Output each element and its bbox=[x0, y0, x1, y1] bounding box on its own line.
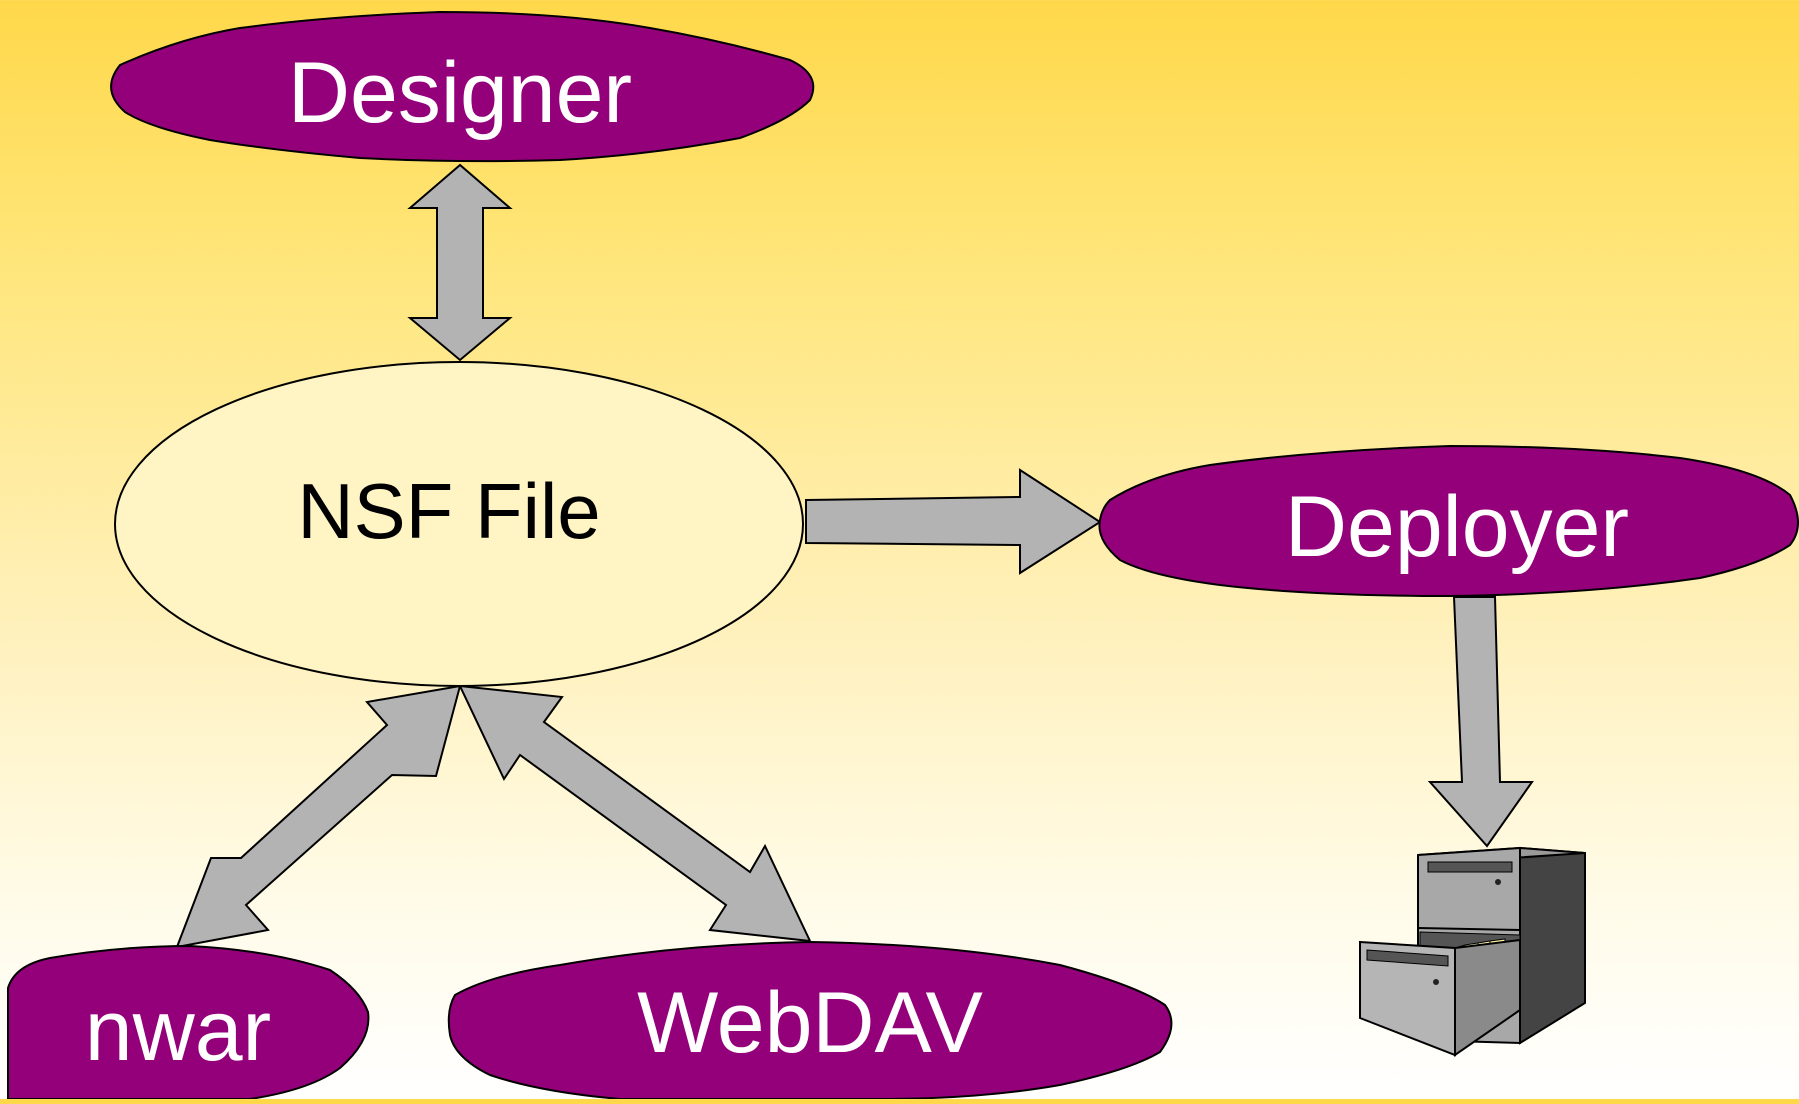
node-nwar-label: nwar bbox=[85, 983, 271, 1079]
arrow-nsf-nwar bbox=[175, 684, 462, 949]
node-nwar: nwar bbox=[7, 944, 370, 1100]
node-webdav: WebDAV bbox=[447, 940, 1173, 1100]
filing-cabinet-icon bbox=[1359, 846, 1586, 1057]
arrow-designer-nsf bbox=[407, 163, 513, 362]
arrow-nsf-deployer bbox=[805, 468, 1102, 575]
node-webdav-label: WebDAV bbox=[637, 975, 983, 1071]
node-deployer-label: Deployer bbox=[1285, 479, 1629, 575]
arrow-nsf-webdav bbox=[458, 684, 812, 943]
node-deployer: Deployer bbox=[1098, 444, 1799, 598]
arrow-deployer-storage bbox=[1427, 596, 1534, 848]
node-designer: Designer bbox=[110, 10, 815, 163]
node-designer-label: Designer bbox=[288, 45, 632, 141]
node-nsf-file-label: NSF File bbox=[297, 467, 600, 555]
node-nsf-file: NSF File bbox=[114, 361, 804, 687]
